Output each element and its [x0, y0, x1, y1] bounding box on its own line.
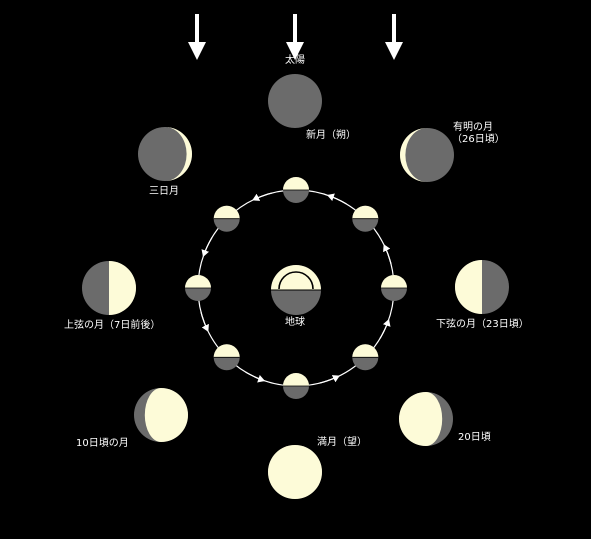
full-moon-moon-icon: [268, 445, 322, 499]
day10-moon-icon: [134, 388, 188, 442]
orbit-moon-icon: [381, 275, 407, 301]
orbit-direction-arrow-icon: [200, 311, 209, 332]
orbit-direction-arrow-icon: [383, 244, 392, 265]
orbit-moon-icon: [352, 205, 379, 232]
new-moon-label: 新月（朔）: [306, 130, 356, 141]
sunlight-arrow-icon: [385, 14, 403, 60]
sun-label: 太陽: [285, 55, 305, 66]
earth-icon: [271, 265, 321, 315]
first-quarter-label: 上弦の月（7日前後）: [64, 320, 161, 331]
orbit-moon-icon: [283, 177, 309, 203]
orbit-moon-icon: [213, 205, 240, 232]
last-quarter-label: 下弦の月（23日頃）: [436, 319, 529, 330]
orbit-direction-arrow-icon: [319, 375, 340, 384]
new-moon-moon-icon: [268, 74, 322, 128]
orbit-moon-icon: [185, 275, 211, 301]
sunlight-arrow-icon: [286, 14, 304, 60]
earth-label: 地球: [285, 317, 305, 328]
orbit-direction-arrow-icon: [379, 318, 391, 339]
orbit-moon-icon: [283, 373, 309, 399]
day10-moon-label: 10日頃の月: [76, 438, 129, 449]
orbit-direction-arrow-icon: [252, 192, 273, 201]
waning-crescent-label-line1: 有明の月: [453, 122, 493, 133]
orbit-moon-icon: [213, 344, 240, 371]
orbit-direction-arrow-icon: [245, 371, 266, 383]
orbit-direction-arrow-icon: [326, 193, 347, 205]
day20-moon-label: 20日頃: [458, 432, 491, 443]
orbit-direction-arrow-icon: [201, 237, 213, 258]
full-moon-label: 満月（望）: [317, 437, 367, 448]
crescent-label: 三日月: [149, 186, 179, 197]
day20-moon-icon: [399, 392, 453, 446]
sunlight-arrow-icon: [188, 14, 206, 60]
waning-crescent-label-line2: （26日頃）: [452, 134, 505, 145]
first-quarter-moon-icon: [82, 261, 136, 315]
orbit-moon-icon: [352, 344, 379, 371]
crescent-moon-icon: [138, 127, 192, 181]
last-quarter-moon-icon: [455, 260, 509, 314]
waning-crescent-moon-icon: [400, 128, 454, 182]
